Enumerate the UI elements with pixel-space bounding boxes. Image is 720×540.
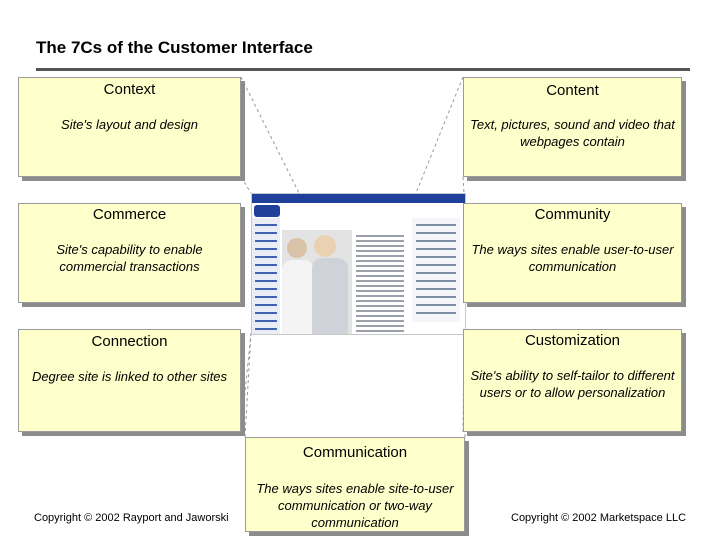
copyright-left: Copyright © 2002 Rayport and Jaworski [34, 512, 229, 524]
customization-heading: Customization [524, 332, 621, 349]
context-description: Site's layout and design [61, 117, 198, 132]
content-box: Content Text, pictures, sound and video … [463, 77, 682, 177]
connector-communication-left [244, 332, 252, 438]
customization-description: Site's ability to self-tailor to differe… [470, 368, 675, 400]
website-sidebar [252, 218, 280, 334]
connector-content-lower [462, 176, 465, 194]
community-box: Community The ways sites enable user-to-… [463, 203, 682, 303]
commerce-description: Site's capability to enable commercial t… [56, 242, 203, 274]
community-heading: Community [534, 206, 611, 223]
connection-heading: Connection [91, 333, 168, 350]
website-logo [254, 205, 280, 217]
website-right-column [412, 218, 460, 322]
commerce-heading: Commerce [92, 206, 167, 223]
content-heading: Content [546, 82, 599, 99]
website-nav-bar [252, 194, 465, 203]
context-box: Context Site's layout and design [18, 77, 241, 177]
communication-box: Communication The ways sites enable site… [245, 437, 465, 532]
communication-description: The ways sites enable site-to-user commu… [256, 481, 454, 530]
connection-box: Connection Degree site is linked to othe… [18, 329, 241, 432]
connector-connection [240, 332, 252, 433]
commerce-box: Commerce Site's capability to enable com… [18, 203, 241, 303]
communication-heading: Communication [302, 444, 408, 461]
content-description: Text, pictures, sound and video that web… [470, 117, 675, 149]
page-title: The 7Cs of the Customer Interface [36, 38, 313, 57]
connector-context [240, 76, 300, 194]
copyright-right: Copyright © 2002 Marketspace LLC [511, 512, 687, 524]
connection-description: Degree site is linked to other sites [31, 369, 228, 384]
connector-context-lower [240, 176, 252, 194]
title-divider [36, 68, 690, 71]
website-photo [282, 230, 352, 334]
community-description: The ways sites enable user-to-user commu… [471, 242, 674, 274]
website-screenshot [251, 193, 466, 335]
context-heading: Context [103, 81, 156, 98]
customization-box: Customization Site's ability to self-tai… [463, 329, 682, 432]
connector-content [415, 76, 464, 194]
website-text-block [356, 232, 404, 332]
